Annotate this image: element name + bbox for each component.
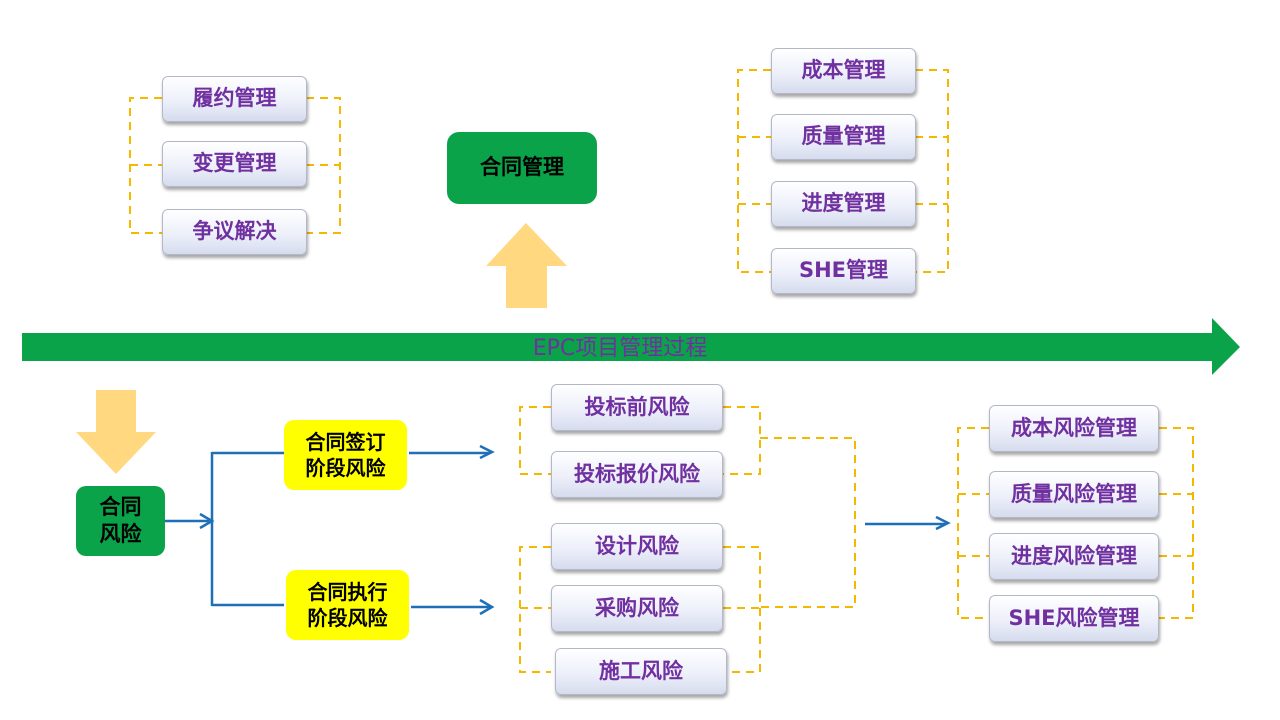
process-label: EPC项目管理过程 [532, 336, 708, 361]
bracket-right-top-left [737, 69, 771, 273]
bracket-left-top-right [306, 97, 341, 234]
bracket-right-top-right [915, 69, 949, 273]
right-item-quality: 质量管理 [771, 114, 916, 160]
signing-item-pre-bid: 投标前风险 [551, 384, 723, 431]
left-item-dispute: 争议解决 [162, 209, 307, 255]
signing-stage-box: 合同签订 阶段风险 [284, 420, 407, 490]
execution-item-design: 设计风险 [551, 523, 723, 570]
right-item-cost: 成本管理 [771, 48, 916, 94]
up-arrow [486, 223, 567, 308]
down-arrow [76, 390, 156, 474]
bracket-risk-right [1159, 427, 1194, 619]
signing-to-items-arrowhead [479, 444, 495, 460]
bracket-signing-left [519, 406, 551, 475]
left-item-performance: 履约管理 [162, 76, 307, 122]
contract-management-box: 合同管理 [447, 132, 597, 204]
bracket-signing-right [723, 406, 761, 475]
execution-item-procurement: 采购风险 [551, 585, 723, 632]
merge-to-risk-arrowhead [935, 515, 951, 531]
process-arrow [22, 318, 1240, 375]
right-item-she: SHE管理 [771, 248, 916, 294]
bracket-execution-right [723, 546, 761, 673]
execution-item-construction: 施工风险 [555, 648, 727, 695]
execution-stage-box: 合同执行 阶段风险 [286, 570, 409, 640]
risk-mgmt-cost: 成本风险管理 [989, 405, 1159, 452]
left-item-change: 变更管理 [162, 141, 307, 187]
execution-to-items-arrowhead [479, 598, 495, 616]
risk-to-branch-arrowhead [199, 512, 215, 530]
bracket-risk-left [957, 427, 989, 619]
signing-item-bid-price: 投标报价风险 [551, 451, 723, 498]
right-item-schedule: 进度管理 [771, 181, 916, 227]
risk-mgmt-schedule: 进度风险管理 [989, 533, 1159, 580]
bracket-execution-left [519, 546, 551, 673]
risk-mgmt-quality: 质量风险管理 [989, 471, 1159, 518]
contract-risk-box: 合同 风险 [76, 486, 165, 556]
bracket-left-top-left [129, 97, 162, 234]
risk-mgmt-she: SHE风险管理 [989, 595, 1159, 642]
bracket-merge [760, 437, 856, 608]
